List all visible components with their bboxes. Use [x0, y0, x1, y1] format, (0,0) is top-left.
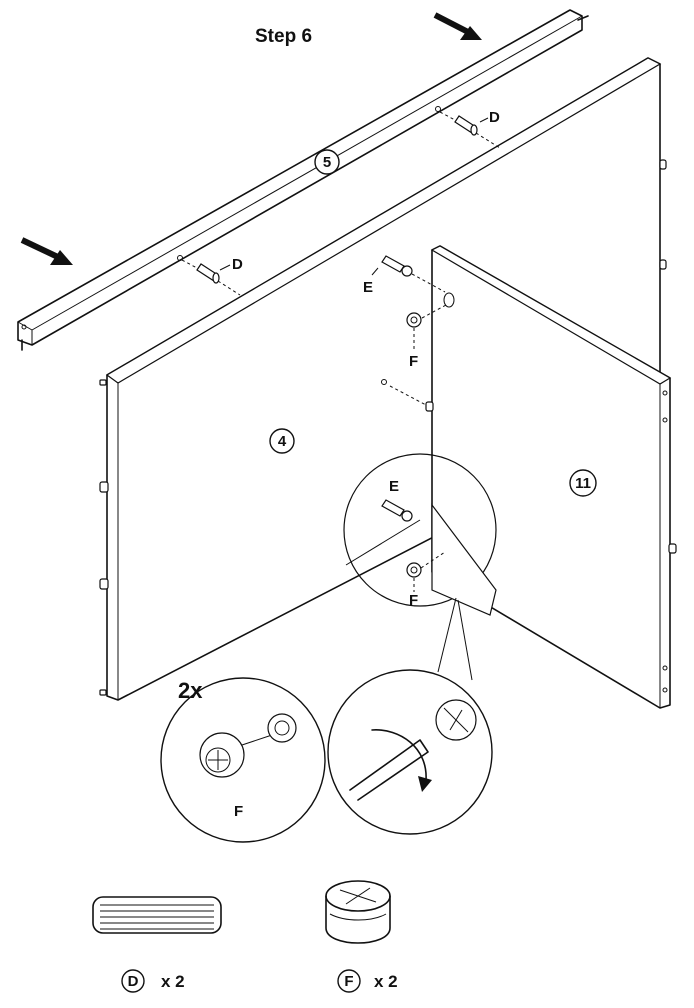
cam-label-upper: F: [409, 353, 418, 370]
arrow-left-icon: [20, 237, 73, 265]
svg-text:D: D: [128, 973, 139, 990]
svg-text:x 2: x 2: [374, 972, 398, 991]
arrow-top-right-icon: [433, 12, 482, 40]
cam-lock-upper: [406, 304, 447, 350]
detail-magnifier: [343, 453, 497, 616]
svg-text:F: F: [344, 973, 353, 990]
step-title: Step 6: [255, 26, 312, 47]
svg-text:5: 5: [323, 154, 331, 171]
parts-list-item-cam-lock: F x 2: [337, 969, 398, 993]
parts-list-item-dowel: D x 2: [121, 969, 185, 993]
svg-text:x 2: x 2: [161, 972, 185, 991]
detail-screwdriver-rotation: [327, 669, 493, 835]
top-rail-5: [17, 9, 589, 351]
cam-label-callout: F: [234, 803, 243, 820]
quantity-callout: 2x: [178, 678, 203, 703]
wooden-dowel-icon: [92, 896, 222, 934]
dowel-label-left: D: [232, 256, 243, 273]
part-number-5: 5: [314, 149, 340, 175]
dowel-left: [181, 259, 241, 296]
dowel-top: [439, 111, 501, 149]
dowel-label-top: D: [489, 109, 500, 126]
svg-text:11: 11: [575, 475, 591, 492]
cam-label-detail: F: [409, 592, 418, 609]
bolt-e-upper: [371, 255, 446, 293]
bolt-label-detail: E: [389, 478, 399, 495]
cam-lock-icon: [325, 880, 391, 944]
part-number-11: 11: [569, 469, 597, 497]
bolt-label-upper: E: [363, 279, 373, 296]
svg-text:4: 4: [278, 433, 287, 450]
part-number-4: 4: [269, 428, 295, 454]
detail-cam-insert: [160, 677, 326, 843]
